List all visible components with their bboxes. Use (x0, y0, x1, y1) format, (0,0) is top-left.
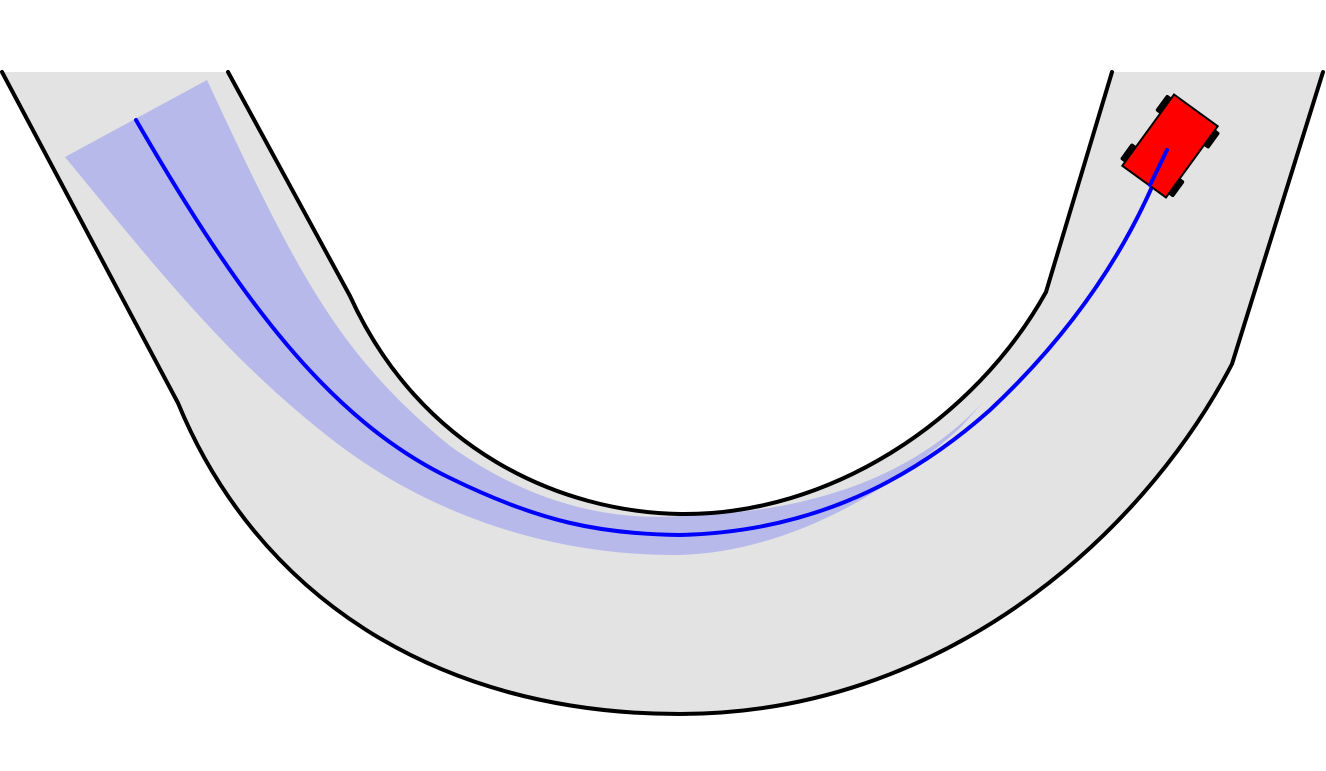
car-body (1120, 93, 1220, 199)
car-icon (1120, 93, 1220, 199)
trajectory-tip (1148, 148, 1169, 187)
outer-track-edge (0, 70, 1325, 716)
uncertainty-band (65, 80, 985, 556)
inner-track-edge (226, 70, 1114, 517)
trajectory-line (134, 118, 1169, 538)
road-surface (0, 72, 1323, 714)
